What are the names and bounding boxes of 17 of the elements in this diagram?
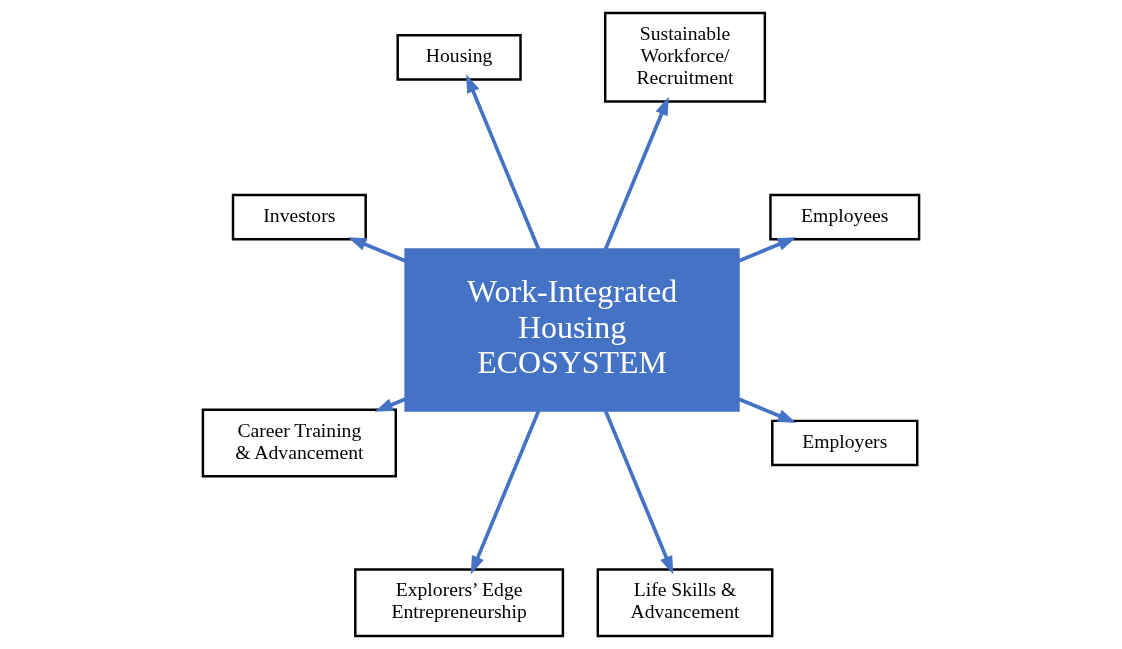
arrow [470,410,541,575]
node-box: Investors [231,193,367,241]
arrow [603,96,669,250]
arrow [347,237,407,263]
node-box: Life Skills & Advancement [596,568,774,638]
node-box: Employees [769,193,921,241]
arrow [737,397,797,423]
node-box: Explorers’ Edge Entrepreneurship [354,568,565,638]
node-box: Housing [396,33,522,81]
arrow [603,410,674,575]
node-box: Work-Integrated Housing ECOSYSTEM [404,248,740,412]
node-box: Employers [771,419,919,467]
arrow [466,74,541,250]
arrow [374,397,407,412]
node-box: Sustainable Workforce/ Recruitment [603,11,767,103]
arrow [737,237,797,263]
node-box: Career Training & Advancement [201,408,397,478]
